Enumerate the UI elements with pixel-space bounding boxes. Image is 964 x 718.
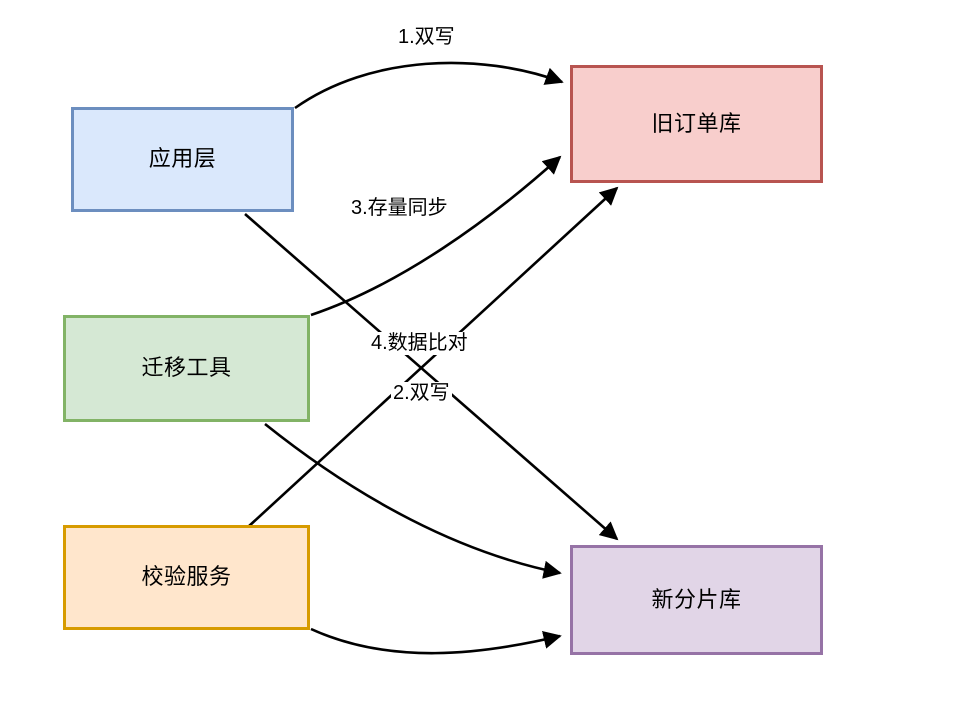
edge-label-dual-write-old: 1.双写	[396, 26, 457, 49]
edge-data-compare-new-path	[310, 627, 562, 655]
node-new-shard-db[interactable]: 新分片库	[570, 545, 823, 655]
edge-dual-write-new-path	[244, 213, 619, 541]
node-app-layer-label: 应用层	[148, 146, 217, 172]
node-migration-tool[interactable]: 迁移工具	[63, 315, 310, 422]
edge-full-sync-path	[310, 155, 562, 317]
node-old-order-db[interactable]: 旧订单库	[570, 65, 823, 183]
node-old-order-db-label: 旧订单库	[651, 110, 742, 136]
edge-migrate-new-path	[264, 422, 562, 579]
node-verification-service-label: 校验服务	[141, 564, 232, 590]
node-new-shard-db-label: 新分片库	[651, 586, 742, 612]
node-migration-tool-label: 迁移工具	[141, 355, 232, 381]
edge-label-data-compare-old: 4.数据比对	[369, 332, 470, 355]
node-verification-service[interactable]: 校验服务	[63, 525, 310, 630]
edge-label-dual-write-new: 2.双写	[391, 382, 452, 405]
edge-data-compare-old-path	[247, 186, 619, 528]
node-app-layer[interactable]: 应用层	[71, 107, 294, 212]
edge-label-full-sync: 3.存量同步	[349, 197, 450, 220]
edge-dual-write-old-path	[294, 61, 564, 110]
